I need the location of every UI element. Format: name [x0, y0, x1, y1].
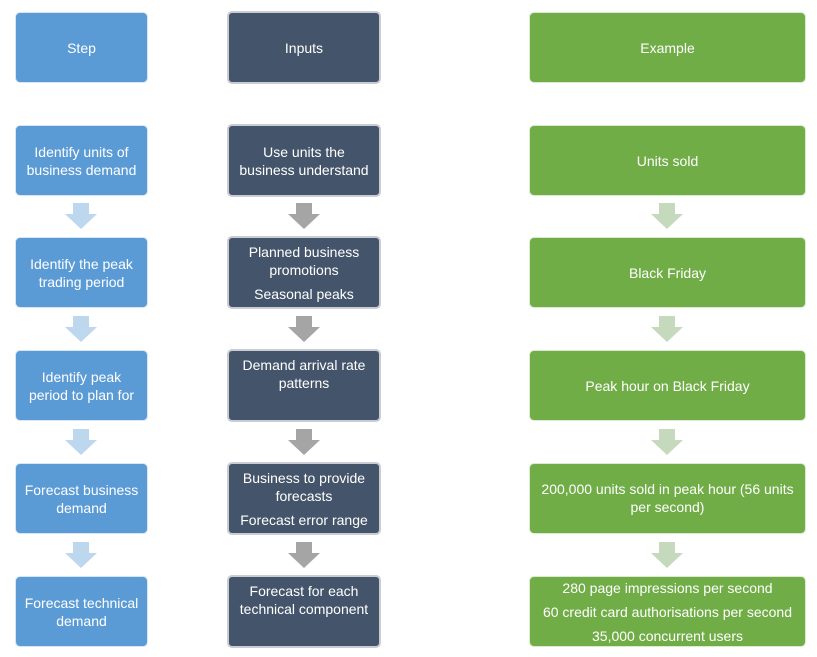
example-label-1: Units sold	[636, 152, 699, 169]
example-label-5a: 280 page impressions per second	[562, 579, 773, 596]
input-label-5: Forecast for each technical component	[239, 583, 369, 617]
example-box-1: Units sold	[529, 125, 806, 196]
example-arrow-icon	[651, 429, 683, 455]
example-box-2: Black Friday	[529, 237, 806, 308]
example-label-4: 200,000 units sold in peak hour (56 unit…	[541, 481, 794, 515]
step-label-2: Identify the peak trading period	[30, 255, 133, 290]
header-step: Step	[15, 12, 148, 83]
step-box-5: Forecast technical demand	[15, 576, 148, 647]
step-box-4: Forecast business demand	[15, 463, 148, 534]
step-arrow-icon	[65, 203, 97, 229]
header-inputs: Inputs	[227, 11, 381, 84]
example-box-5: 280 page impressions per second 60 credi…	[529, 576, 806, 647]
example-label-5c: 35,000 concurrent users	[592, 627, 743, 644]
step-box-1: Identify units of business demand	[15, 125, 148, 196]
input-arrow-icon	[288, 429, 320, 455]
step-arrow-icon	[65, 429, 97, 455]
input-label-2b: Seasonal peaks	[254, 286, 354, 302]
example-label-2: Black Friday	[628, 264, 707, 281]
header-step-label: Step	[67, 39, 96, 56]
example-box-4: 200,000 units sold in peak hour (56 unit…	[529, 463, 806, 534]
input-box-3: Demand arrival rate patterns	[227, 349, 381, 422]
input-box-4: Business to provide forecasts Forecast e…	[227, 462, 381, 535]
example-label-3: Peak hour on Black Friday	[585, 377, 750, 394]
input-label-4a: Business to provide forecasts	[242, 470, 366, 504]
header-example-label: Example	[640, 39, 695, 56]
input-arrow-icon	[288, 542, 320, 568]
step-label-4: Forecast business demand	[24, 481, 139, 516]
header-example: Example	[529, 12, 806, 83]
input-label-2a: Planned business promotions	[248, 244, 360, 278]
example-arrow-icon	[651, 203, 683, 229]
example-arrow-icon	[651, 316, 683, 342]
step-box-2: Identify the peak trading period	[15, 237, 148, 308]
step-box-3: Identify peak period to plan for	[15, 350, 148, 421]
example-arrow-icon	[651, 542, 683, 568]
input-box-5: Forecast for each technical component	[227, 575, 381, 648]
input-box-1: Use units the business understand	[227, 124, 381, 197]
example-label-5b: 60 credit card authorisations per second	[542, 603, 793, 620]
input-label-1: Use units the business understand	[239, 144, 369, 178]
input-box-2: Planned business promotions Seasonal pea…	[227, 236, 381, 309]
step-arrow-icon	[65, 542, 97, 568]
input-label-4b: Forecast error range	[240, 512, 368, 528]
input-arrow-icon	[288, 203, 320, 229]
step-label-1: Identify units of business demand	[26, 143, 137, 178]
header-inputs-label: Inputs	[284, 39, 324, 56]
example-box-3: Peak hour on Black Friday	[529, 350, 806, 421]
step-label-5: Forecast technical demand	[24, 594, 139, 629]
step-arrow-icon	[65, 316, 97, 342]
input-label-3: Demand arrival rate patterns	[242, 357, 366, 391]
input-arrow-icon	[288, 316, 320, 342]
step-label-3: Identify peak period to plan for	[28, 368, 135, 403]
